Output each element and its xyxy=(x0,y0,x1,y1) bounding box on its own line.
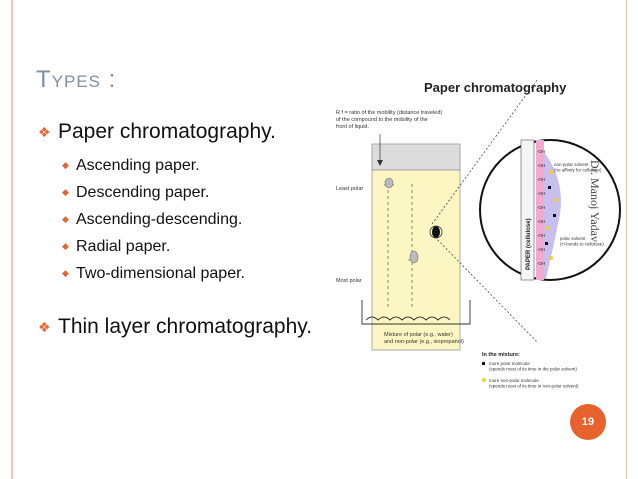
most-polar-label: Most polar xyxy=(336,278,362,284)
sub-bullet-label: Radial paper. xyxy=(76,237,171,255)
paper-top-dry xyxy=(371,143,461,171)
right-border-line xyxy=(625,0,627,479)
legend-polar-label: more polar molecule (spends most of its … xyxy=(489,361,578,372)
bullet-label: Paper chromatography. xyxy=(58,120,276,143)
sub-bullet-list: ◆ Ascending paper. ◆ Descending paper. ◆… xyxy=(62,152,312,287)
svg-text:-OH: -OH xyxy=(537,205,545,210)
nonpolar-solvent-label: non-polar solvent (no affinity for cellu… xyxy=(554,162,602,173)
legend-nonpolar-label: more non-polar molecule (spends most of … xyxy=(489,378,579,389)
sub-bullet-marker-icon: ◆ xyxy=(62,268,69,278)
svg-text:-OH: -OH xyxy=(537,261,545,266)
legend-polar-marker xyxy=(482,362,485,365)
bullet-list: ❖ Paper chromatography. ◆ Ascending pape… xyxy=(38,118,312,341)
svg-text:-OH: -OH xyxy=(537,247,545,252)
svg-text:-OH: -OH xyxy=(537,149,545,154)
polar-solvent-label: polar solvent (H-bonds to cellulose) xyxy=(560,236,604,247)
sub-bullet-marker-icon: ◆ xyxy=(62,241,69,251)
least-polar-spot xyxy=(384,177,394,189)
sub-bullet-marker-icon: ◆ xyxy=(62,160,69,170)
slide-title: Types : xyxy=(36,66,117,93)
sub-bullet-label: Descending paper. xyxy=(76,183,210,201)
sub-bullet: ◆ Descending paper. xyxy=(62,179,312,206)
in-mixture-label: In the mixture: xyxy=(482,352,520,358)
svg-text:-OH: -OH xyxy=(537,233,545,238)
paper-chromatography-diagram: Paper chromatography R f = ratio of the … xyxy=(336,79,621,389)
nonpolar-solvent-region xyxy=(544,152,561,278)
cellulose-strip xyxy=(520,139,535,281)
author-watermark: Dr. Manoj Yadav xyxy=(588,160,602,243)
sub-bullet-marker-icon: ◆ xyxy=(62,187,69,197)
solvent-surface xyxy=(365,316,451,321)
svg-text:-OH: -OH xyxy=(537,219,545,224)
solvent-tray xyxy=(361,300,471,325)
mixture-label: Mixture of polar (e.g., water) and non-p… xyxy=(384,332,464,345)
diagram-title: Paper chromatography xyxy=(424,80,567,95)
left-border-line xyxy=(11,0,13,479)
sub-bullet-label: Ascending-descending. xyxy=(76,210,243,228)
most-polar-spot xyxy=(409,250,419,264)
rf-note: R f = ratio of the mobility (distance tr… xyxy=(336,110,444,130)
black-spot xyxy=(432,226,440,238)
svg-text:-OH: -OH xyxy=(537,177,545,182)
sub-bullet: ◆ Ascending-descending. xyxy=(62,206,312,233)
paper-cellulose-label: PAPER (cellulose) xyxy=(526,218,532,270)
least-polar-label: Least polar xyxy=(336,186,363,192)
sub-bullet-label: Two-dimensional paper. xyxy=(76,264,245,282)
polar-solvent-region xyxy=(536,140,544,280)
sub-bullet-label: Ascending paper. xyxy=(76,156,200,174)
sub-bullet: ◆ Ascending paper. xyxy=(62,152,312,179)
bullet-thin-layer-chromatography: ❖ Thin layer chromatography. xyxy=(38,313,312,341)
bullet-label: Thin layer chromatography. xyxy=(58,315,313,338)
bullet-marker-icon: ❖ xyxy=(38,318,51,335)
sub-bullet: ◆ Two-dimensional paper. xyxy=(62,260,312,287)
bullet-marker-icon: ❖ xyxy=(38,123,51,140)
page-number-badge: 19 xyxy=(570,404,606,440)
legend-nonpolar-marker xyxy=(482,378,486,382)
sub-bullet: ◆ Radial paper. xyxy=(62,233,312,260)
svg-text:-OH: -OH xyxy=(537,191,545,196)
sub-bullet-marker-icon: ◆ xyxy=(62,214,69,224)
bullet-paper-chromatography: ❖ Paper chromatography. xyxy=(38,118,312,146)
svg-text:-OH: -OH xyxy=(537,163,545,168)
